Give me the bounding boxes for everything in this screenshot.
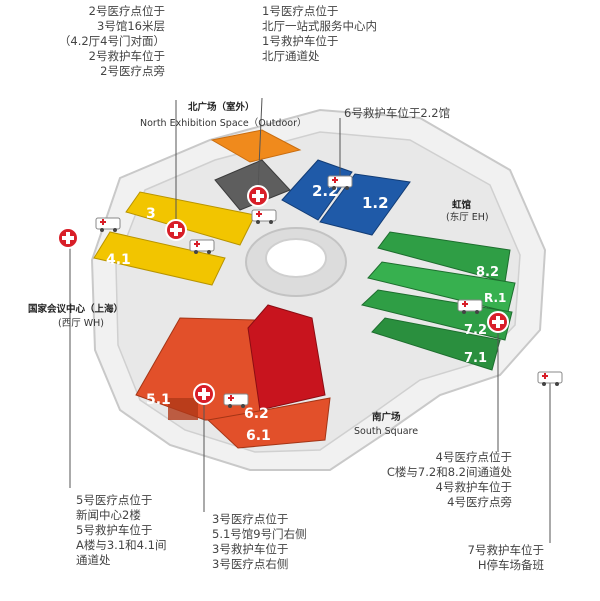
medical-point-2-cross-icon: [165, 219, 187, 241]
note-ambulance-7: 7号救护车位于 H停车场备班: [467, 543, 544, 572]
hall-7-1: [371, 317, 501, 371]
hall-label-5-1: 5.1: [146, 392, 171, 408]
east-hall-label: 虹馆: [452, 200, 472, 211]
hall-label-4-1: 4.1: [106, 252, 131, 268]
medical-point-4-cross-icon: [487, 311, 509, 333]
leader-lines: [69, 97, 551, 543]
note-medical-2: 2号医疗点位于 3号馆16米层 （4.2厅4号门对面） 2号救护车位于 2号医疗…: [58, 4, 165, 78]
ambulance-6-icon: [327, 175, 353, 190]
medical-point-5-cross-icon: [57, 227, 79, 249]
hall-1-2: [319, 173, 411, 236]
note-ambulance-6: 6号救护车位于2.2馆: [344, 106, 451, 120]
hall-label-8-2: 8.2: [476, 265, 499, 280]
west-hall-label: 国家会议中心（上海）: [28, 304, 124, 315]
hall-label-6-2: 6.2: [244, 406, 269, 422]
north-plaza-en-label: North Exhibition Space（Outdoor）: [140, 118, 307, 129]
east-hall-en-label: (东厅 EH): [446, 212, 489, 223]
north-hall-block: [214, 159, 291, 211]
hall-6-1: [206, 397, 331, 449]
ambulance-4-icon: [457, 299, 483, 314]
hall-label-7-1: 7.1: [464, 351, 487, 366]
ambulance-7-icon: [537, 371, 563, 386]
ambulance-1-icon: [251, 209, 277, 224]
hall-2-2: [281, 159, 353, 221]
north-plaza-label: 北广场（室外）: [188, 102, 255, 113]
south-square-en-label: South Square: [354, 426, 419, 437]
hall-label-r-1: R.1: [484, 291, 506, 305]
hall-label-3: 3: [146, 206, 156, 222]
hall-5-striped: [168, 398, 198, 420]
hall-label-1-2: 1.2: [362, 194, 389, 212]
west-hall-en-label: (西厅 WH): [58, 318, 104, 329]
hall-label-6-1: 6.1: [246, 428, 271, 444]
hall-4-1: [93, 231, 226, 286]
hall-8-2: [377, 231, 511, 283]
hall-6-2: [247, 304, 326, 411]
medical-point-1-cross-icon: [247, 185, 269, 207]
south-square-label: 南广场: [372, 412, 401, 423]
note-medical-5: 5号医疗点位于 新闻中心2楼 5号救护车位于 A楼与3.1和4.1间 通道处: [76, 493, 167, 567]
note-medical-3: 3号医疗点位于 5.1号馆9号门右侧 3号救护车位于 3号医疗点右侧: [212, 512, 307, 571]
note-medical-4: 4号医疗点位于 C楼与7.2和8.2间通道处 4号救护车位于 4号医疗点旁: [386, 450, 512, 509]
ambulance-extra-icon: [189, 239, 215, 254]
hall-7-2: [360, 289, 513, 341]
hall-label-7-2: 7.2: [464, 323, 487, 338]
medical-point-3-cross-icon: [193, 383, 215, 405]
note-medical-1: 1号医疗点位于 北厅一站式服务中心内 1号救护车位于 北厅通道处: [262, 4, 377, 63]
ambulance-3-icon: [223, 393, 249, 408]
north-outdoor-area: [210, 129, 302, 163]
ambulance-2-icon: [95, 217, 121, 232]
